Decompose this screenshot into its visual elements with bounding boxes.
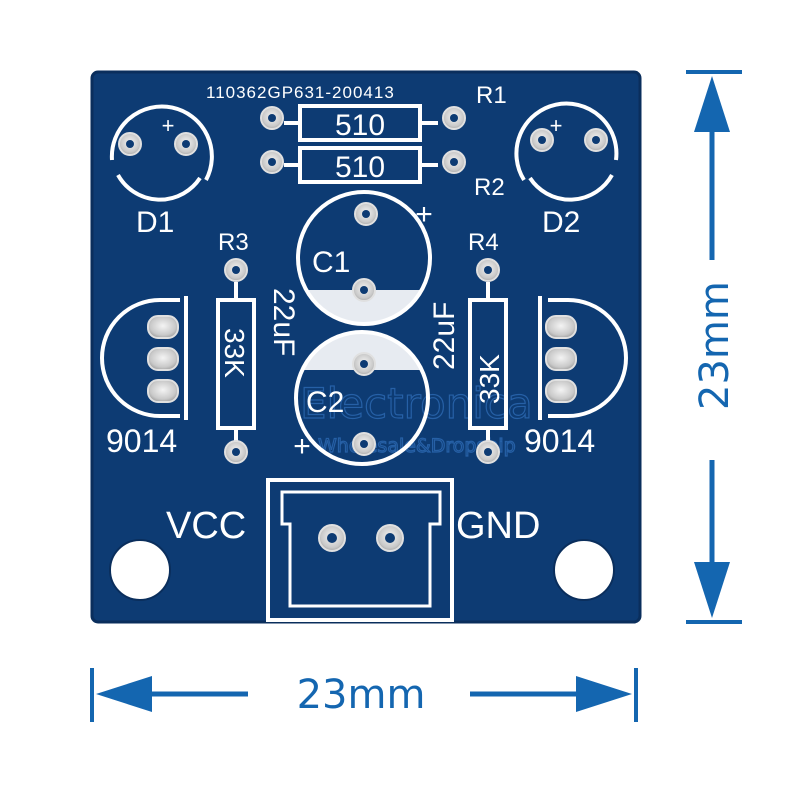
- label-gnd: GND: [456, 505, 540, 547]
- resistor-r3: 33K: [216, 282, 256, 444]
- height-dimension: 23mm: [686, 70, 742, 624]
- led-d2: +: [514, 101, 619, 202]
- label-c1: C1: [312, 246, 350, 279]
- c1-plus: +: [415, 198, 433, 231]
- capacitor-c1: C1 +: [296, 190, 433, 326]
- label-r1: R1: [476, 82, 507, 109]
- solder-pads: [118, 106, 608, 552]
- d2-plus: +: [550, 113, 563, 138]
- height-label: 23mm: [692, 281, 738, 410]
- r3-value: 33K: [219, 328, 250, 378]
- label-c2: C2: [306, 386, 344, 419]
- arrow-left-icon: [96, 676, 152, 712]
- watermark-brand: Electronica: [300, 379, 533, 428]
- resistor-r2: 510: [284, 146, 438, 184]
- r4-value: 33K: [474, 354, 505, 404]
- label-d1: D1: [136, 206, 174, 239]
- label-r3: R3: [218, 229, 249, 256]
- r2-value: 510: [335, 151, 385, 184]
- led-d1: +: [109, 104, 214, 202]
- arrow-right-icon: [576, 676, 632, 712]
- c2-value: 22uF: [428, 302, 461, 370]
- arrow-down-icon: [694, 562, 730, 618]
- mounting-holes: [109, 539, 615, 601]
- label-9014-right: 9014: [524, 423, 595, 459]
- label-d2: D2: [542, 206, 580, 239]
- capacitor-c2: C2 +: [293, 330, 430, 466]
- arrow-up-icon: [694, 76, 730, 132]
- resistor-r4: 33K: [468, 282, 508, 444]
- label-vcc: VCC: [166, 505, 246, 547]
- label-9014-left: 9014: [106, 423, 177, 459]
- label-r2: R2: [474, 174, 505, 201]
- power-connector: [266, 478, 454, 622]
- width-dimension: 23mm: [90, 668, 638, 722]
- r1-value: 510: [335, 109, 385, 142]
- width-label: 23mm: [297, 672, 426, 718]
- c1-value: 22uF: [267, 288, 300, 356]
- label-r4: R4: [468, 229, 499, 256]
- c2-plus: +: [293, 430, 311, 463]
- transistor-right: [538, 296, 628, 420]
- d1-plus: +: [162, 113, 175, 138]
- transistor-left: [100, 296, 188, 420]
- resistor-r1: 510: [284, 104, 438, 142]
- board-code: 110362GP631-200413: [206, 83, 395, 102]
